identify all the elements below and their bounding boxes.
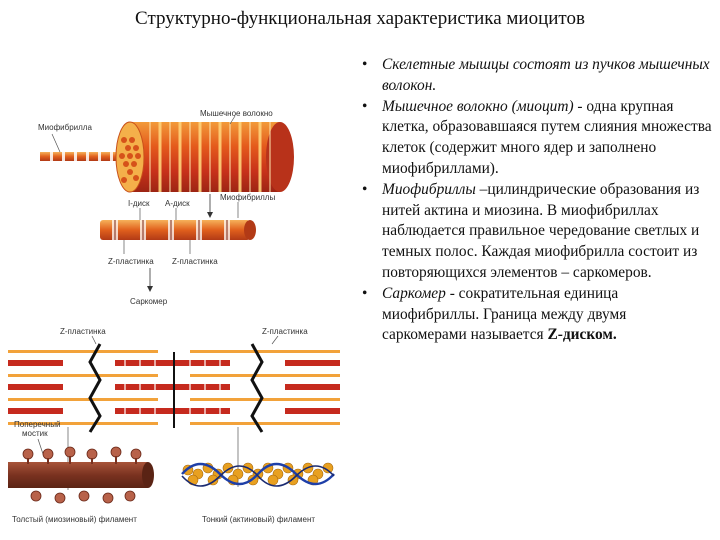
label-thin-filament: Тонкий (актиновый) филамент — [202, 515, 315, 524]
label-sarcomere: Саркомер — [130, 297, 168, 306]
label-cross-bridge-line2: мостик — [22, 429, 48, 438]
myofibril-group: I-диск A-диск Миофибриллы Z-пластинка Z-… — [100, 193, 275, 266]
tropomyosin-strand — [181, 462, 335, 486]
fiber-end-cap — [266, 122, 294, 192]
label-myofibril: Миофибрилла — [38, 123, 92, 132]
label-z-plate-1: Z-пластинка — [108, 257, 154, 266]
muscle-structure-diagram: Миофибрилла Мышечное волокно I-диск A-ди… — [8, 109, 340, 524]
myofibril-rod — [100, 220, 250, 240]
bullet-4-tail: Z-диском. — [547, 326, 617, 344]
bullet-list: Скелетные мышцы состоят из пучков мышечн… — [362, 55, 714, 346]
label-myofibrils: Миофибриллы — [220, 193, 275, 202]
bullet-3-text: –цилиндрические образования из нитей акт… — [382, 180, 700, 281]
bullet-item-2: Мышечное волокно (миоцит) - одна крупная… — [362, 97, 714, 180]
label-z-plate-3: Z-пластинка — [60, 327, 106, 336]
bullet-item-3: Миофибриллы –цилиндрические образования … — [362, 180, 714, 284]
thick-filament-rod — [8, 462, 148, 488]
label-thick-filament: Толстый (миозиновый) филамент — [12, 515, 137, 524]
label-z-plate-2: Z-пластинка — [172, 257, 218, 266]
muscle-structure-figure: Миофибрилла Мышечное волокно I-диск A-ди… — [0, 82, 345, 537]
bullet-item-1: Скелетные мышцы состоят из пучков мышечн… — [362, 55, 714, 97]
label-a-disk: A-диск — [165, 199, 190, 208]
label-cross-bridge-line1: Поперечный — [14, 420, 60, 429]
sarcomere-detail-group: Z-пластинка Z-пластинка — [8, 327, 340, 490]
bullet-1-lead: Скелетные мышцы состоят из пучков мышечн… — [382, 56, 710, 94]
slide-title: Структурно-функциональная характеристика… — [135, 8, 585, 29]
thin-filament-group: Тонкий (актиновый) филамент — [181, 462, 335, 524]
bullet-2-lead: Мышечное волокно (миоцит) — [382, 97, 574, 115]
bullet-item-4: Саркомер - сократительная единица миофиб… — [362, 284, 714, 346]
label-z-plate-4: Z-пластинка — [262, 327, 308, 336]
z-line-left — [88, 343, 102, 433]
bullet-4-text: - сократительная единица миофибриллы. Гр… — [382, 284, 627, 344]
muscle-fiber-group: Миофибрилла Мышечное волокно — [38, 109, 294, 193]
bullet-4-lead: Саркомер — [382, 284, 446, 302]
bullet-3-lead: Миофибриллы — [382, 180, 476, 198]
label-i-disk: I-диск — [128, 199, 150, 208]
label-muscle-fiber: Мышечное волокно — [200, 109, 273, 118]
muscle-fiber-cylinder — [130, 122, 280, 192]
bullet-2-text: - одна крупная клетка, образовавшаяся пу… — [382, 97, 712, 177]
thick-filament-group: Толстый (миозиновый) филамент — [8, 446, 154, 524]
z-line-right — [250, 343, 264, 433]
